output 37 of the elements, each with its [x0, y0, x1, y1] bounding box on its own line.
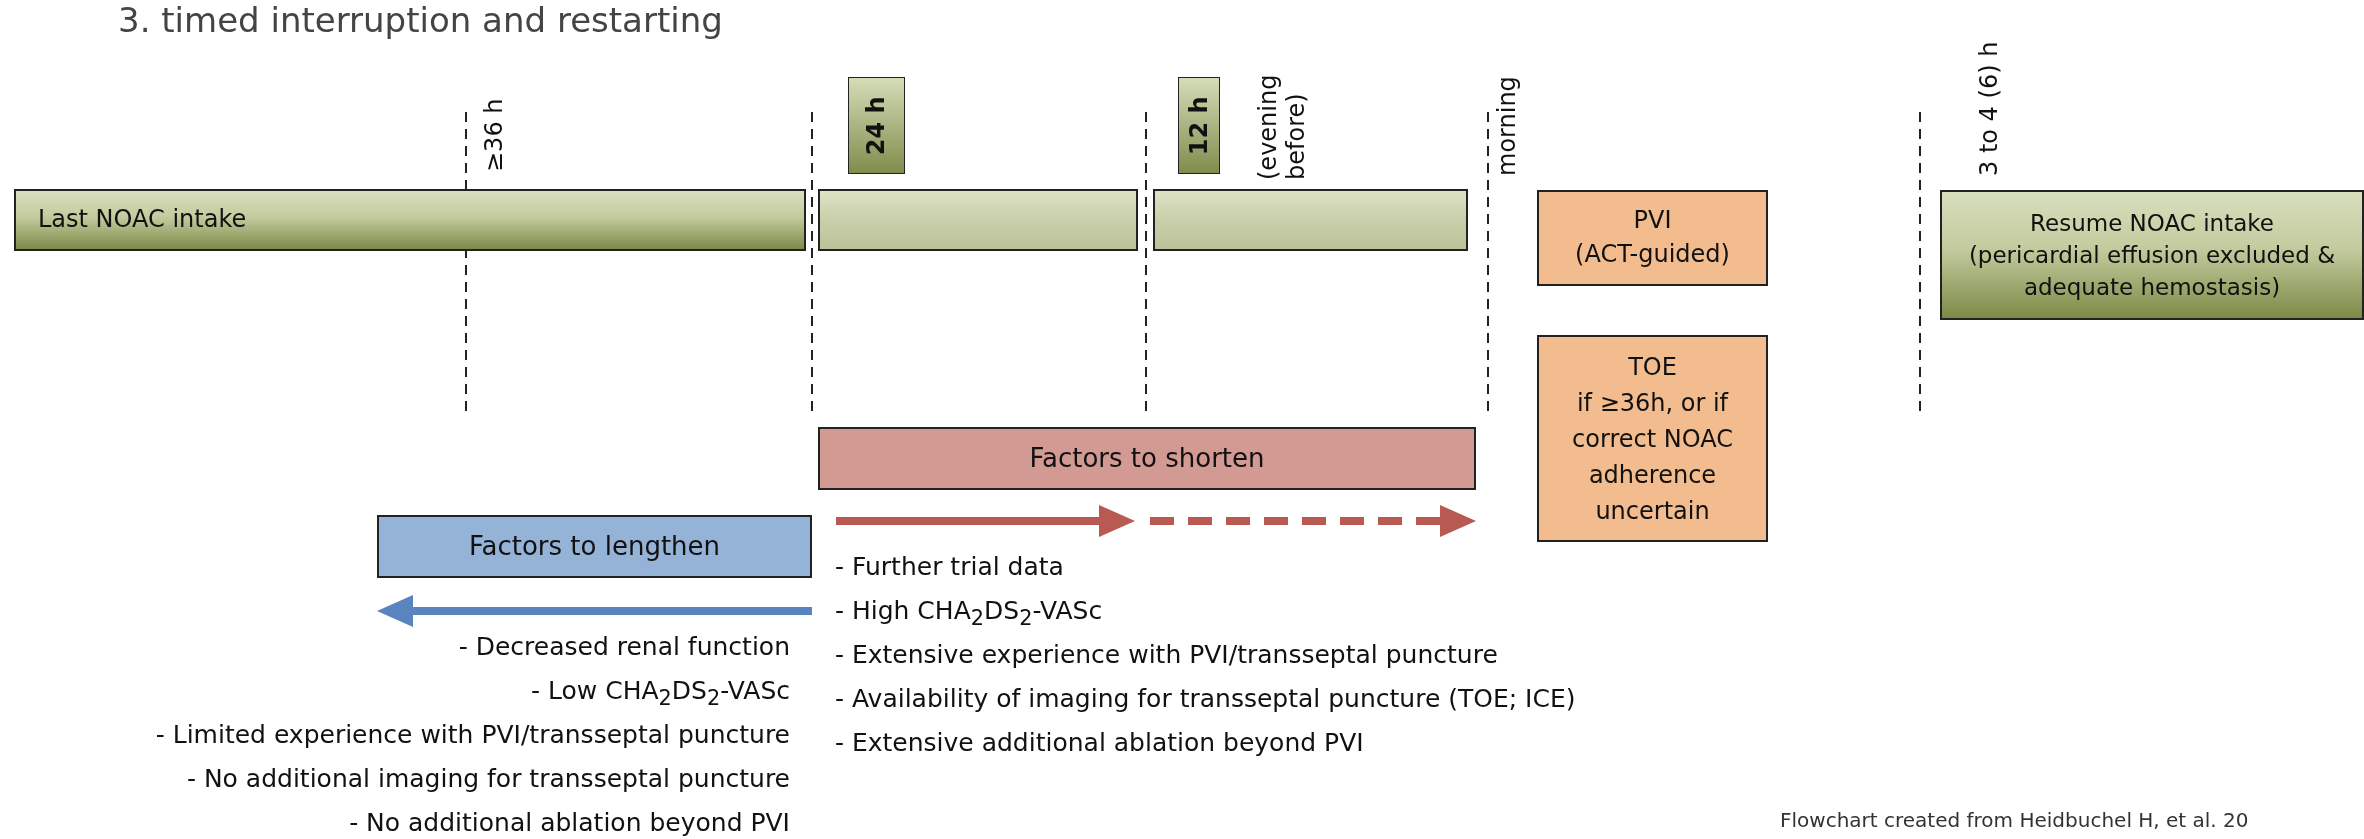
- timeline-bar: [818, 189, 1138, 251]
- time-tab: [1178, 77, 1220, 174]
- factor-box: [377, 515, 812, 578]
- box-title: Factors to lengthen: [468, 530, 721, 564]
- box-text: if ≥36h, or if correct NOAC adherence uncertain: [1571, 387, 1734, 527]
- factor-item: - Low CHA$_{2}$DS$_{2}$-VASc: [531, 676, 790, 711]
- time-tab: [848, 77, 905, 174]
- process-box: [1537, 190, 1768, 286]
- box-title: Last NOAC intake: [38, 204, 247, 236]
- factor-item: - Limited experience with PVI/transseptal puncture: [155, 720, 790, 750]
- process-box: [1537, 335, 1768, 542]
- factor-item: - High CHA$_{2}$DS$_{2}$-VASc: [835, 596, 1103, 631]
- heading: 3. timed interruption and restarting: [118, 0, 723, 41]
- time-label: (evening before): [1255, 73, 1311, 180]
- timeline-bar: [14, 189, 806, 251]
- box-title: TOE: [1628, 351, 1677, 383]
- factor-item: - Availability of imaging for transseptal puncture (TOE; ICE): [835, 684, 1576, 714]
- time-label: 3 to 4 (6) h: [1975, 41, 2004, 176]
- factor-item: - No additional imaging for transseptal puncture: [186, 764, 790, 794]
- factor-box: [818, 427, 1476, 490]
- factor-item: - Extensive experience with PVI/transseptal puncture: [835, 640, 1498, 670]
- time-label: ≥36 h: [480, 98, 509, 172]
- factor-item: - Extensive additional ablation beyond PVI: [835, 728, 1364, 758]
- timeline-bar: [1153, 189, 1468, 251]
- timeline-bar: [1940, 190, 2364, 320]
- factor-item: - No additional ablation beyond PVI: [349, 808, 790, 838]
- caption: Flowchart created from Heidbuchel H, et al. 20: [1780, 808, 2249, 832]
- box-title: PVI: [1633, 205, 1672, 237]
- box-title: Resume NOAC intake: [2030, 208, 2274, 238]
- box-text: (ACT-guided): [1575, 239, 1730, 270]
- box-text: (pericardial effusion excluded & adequate hemostasis): [1967, 240, 2337, 303]
- factor-item: - Further trial data: [835, 552, 1064, 582]
- time-label: 24 h: [860, 96, 891, 155]
- box-title: Factors to shorten: [1029, 442, 1265, 476]
- time-label: 12 h: [1183, 96, 1214, 155]
- time-label: morning: [1493, 76, 1522, 176]
- factor-item: - Decreased renal function: [458, 632, 790, 662]
